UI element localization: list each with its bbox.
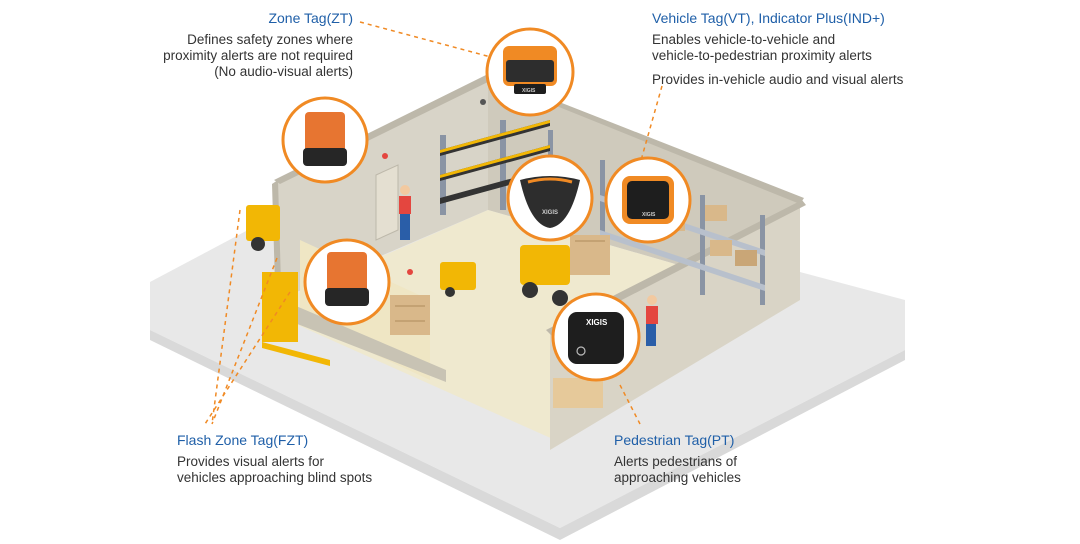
worker-right	[646, 295, 658, 346]
box-stack-inner-room	[390, 295, 430, 335]
device-logo-zone-tag: XIGIS	[522, 88, 536, 94]
warning-light	[382, 153, 388, 159]
flash-zone-tag-device-inner	[303, 238, 391, 326]
worker-back	[399, 185, 411, 240]
caption-line: Defines safety zones where	[187, 32, 353, 47]
box-stack-center	[570, 235, 610, 275]
caption-title: Vehicle Tag(VT), Indicator Plus(IND+)	[652, 10, 885, 26]
caption-vehicle-tag: Vehicle Tag(VT), Indicator Plus(IND+) En…	[652, 10, 903, 88]
caption-line: vehicle-to-pedestrian proximity alerts	[652, 48, 872, 63]
front-wall-right	[550, 205, 800, 450]
caption-line: Provides visual alerts for	[177, 454, 325, 469]
device-logo-indicator-plus: XIGIS	[542, 210, 558, 216]
caption-line: vehicles approaching blind spots	[177, 470, 373, 485]
warning-light	[480, 99, 486, 105]
caption-title: Pedestrian Tag(PT)	[614, 432, 735, 448]
caption-line: Alerts pedestrians of	[614, 454, 738, 469]
caption-title: Flash Zone Tag(FZT)	[177, 432, 309, 448]
leader-lines	[204, 21, 663, 425]
device-logo-vehicle-tag: XIGIS	[642, 212, 656, 218]
pallet-stack-front	[553, 378, 603, 408]
pedestrian-tag-device	[551, 292, 641, 382]
forklift-inner	[440, 262, 476, 297]
ground-plate-edge	[150, 330, 905, 540]
front-wall-left	[282, 300, 446, 382]
forklift-center	[520, 245, 570, 306]
caption-line: (No audio-visual alerts)	[214, 64, 353, 79]
warning-light	[407, 269, 413, 275]
zone-tag-device	[485, 27, 575, 117]
caption-title: Zone Tag(ZT)	[268, 10, 353, 26]
flash-zone-tag-device-top	[281, 96, 369, 184]
door	[375, 164, 399, 241]
caption-line: approaching vehicles	[614, 470, 741, 485]
device-logo-pedestrian-tag: XIGIS	[586, 318, 608, 327]
caption-line: proximity alerts are not required	[163, 48, 353, 63]
forklift-outside	[246, 205, 280, 251]
caption-line: Enables vehicle-to-vehicle and	[652, 32, 836, 47]
vehicle-tag-device	[604, 156, 692, 244]
caption-flash-zone-tag: Flash Zone Tag(FZT) Provides visual aler…	[177, 432, 372, 486]
caption-line: Provides in-vehicle audio and visual ale…	[652, 72, 904, 87]
indicator-plus-device	[506, 154, 594, 242]
wall-top-right	[488, 74, 804, 204]
caption-pedestrian-tag: Pedestrian Tag(PT) Alerts pedestrians of…	[614, 432, 741, 486]
caption-zone-tag: Zone Tag(ZT) Defines safety zones where …	[163, 10, 353, 80]
